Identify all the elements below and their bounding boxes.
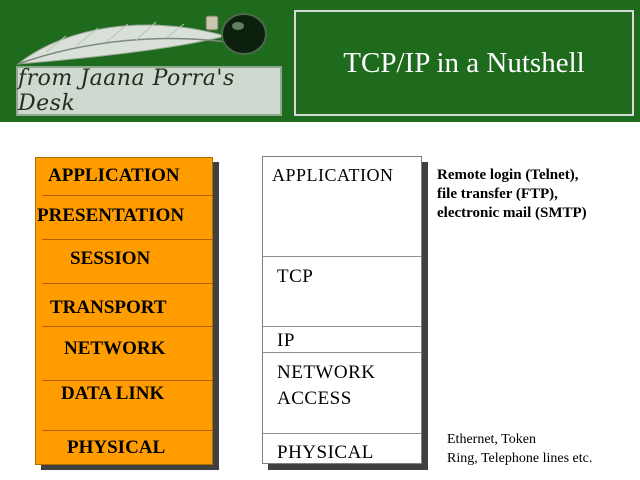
note-line: Ethernet, Token (447, 432, 536, 447)
note-line: electronic mail (SMTP) (437, 205, 587, 221)
slide-title: TCP/IP in a Nutshell (294, 10, 634, 116)
osi-divider (42, 430, 212, 431)
title-banner: from Jaana Porra's Desk TCP/IP in a Nuts… (0, 0, 640, 122)
tcpip-layer-network-access-1: NETWORK (277, 362, 376, 383)
tcpip-layer-tcp: TCP (277, 266, 314, 287)
osi-divider (42, 195, 212, 196)
logo-caption: from Jaana Porra's Desk (16, 66, 282, 116)
osi-layer-transport: TRANSPORT (50, 297, 167, 318)
physical-media-note: Ethernet, Token Ring, Telephone lines et… (447, 430, 637, 468)
note-line: Ring, Telephone lines etc. (447, 451, 593, 466)
tcpip-layer-network-access-2: ACCESS (277, 388, 352, 409)
osi-layer-physical: PHYSICAL (67, 437, 166, 458)
osi-layer-data-link: DATA LINK (61, 383, 165, 404)
osi-divider (42, 380, 212, 381)
note-line: Remote login (Telnet), (437, 167, 579, 183)
tcpip-stack (262, 156, 422, 464)
osi-stack (35, 157, 213, 465)
tcpip-divider (263, 433, 421, 434)
osi-layer-session: SESSION (70, 248, 151, 269)
osi-layer-presentation: PRESENTATION (37, 205, 185, 226)
application-protocols-note: Remote login (Telnet), file transfer (FT… (437, 166, 637, 223)
note-line: file transfer (FTP), (437, 186, 558, 202)
osi-divider (42, 326, 212, 327)
tcpip-divider (263, 256, 421, 257)
tcpip-divider (263, 352, 421, 353)
osi-layer-network: NETWORK (64, 338, 166, 359)
tcpip-layer-physical: PHYSICAL (277, 442, 374, 463)
tcpip-layer-ip: IP (277, 330, 295, 351)
osi-layer-application: APPLICATION (48, 165, 180, 186)
osi-divider (42, 239, 212, 240)
tcpip-divider (263, 326, 421, 327)
quill-inkwell-logo (16, 13, 267, 65)
tcpip-layer-application: APPLICATION (272, 165, 394, 185)
osi-divider (42, 283, 212, 284)
